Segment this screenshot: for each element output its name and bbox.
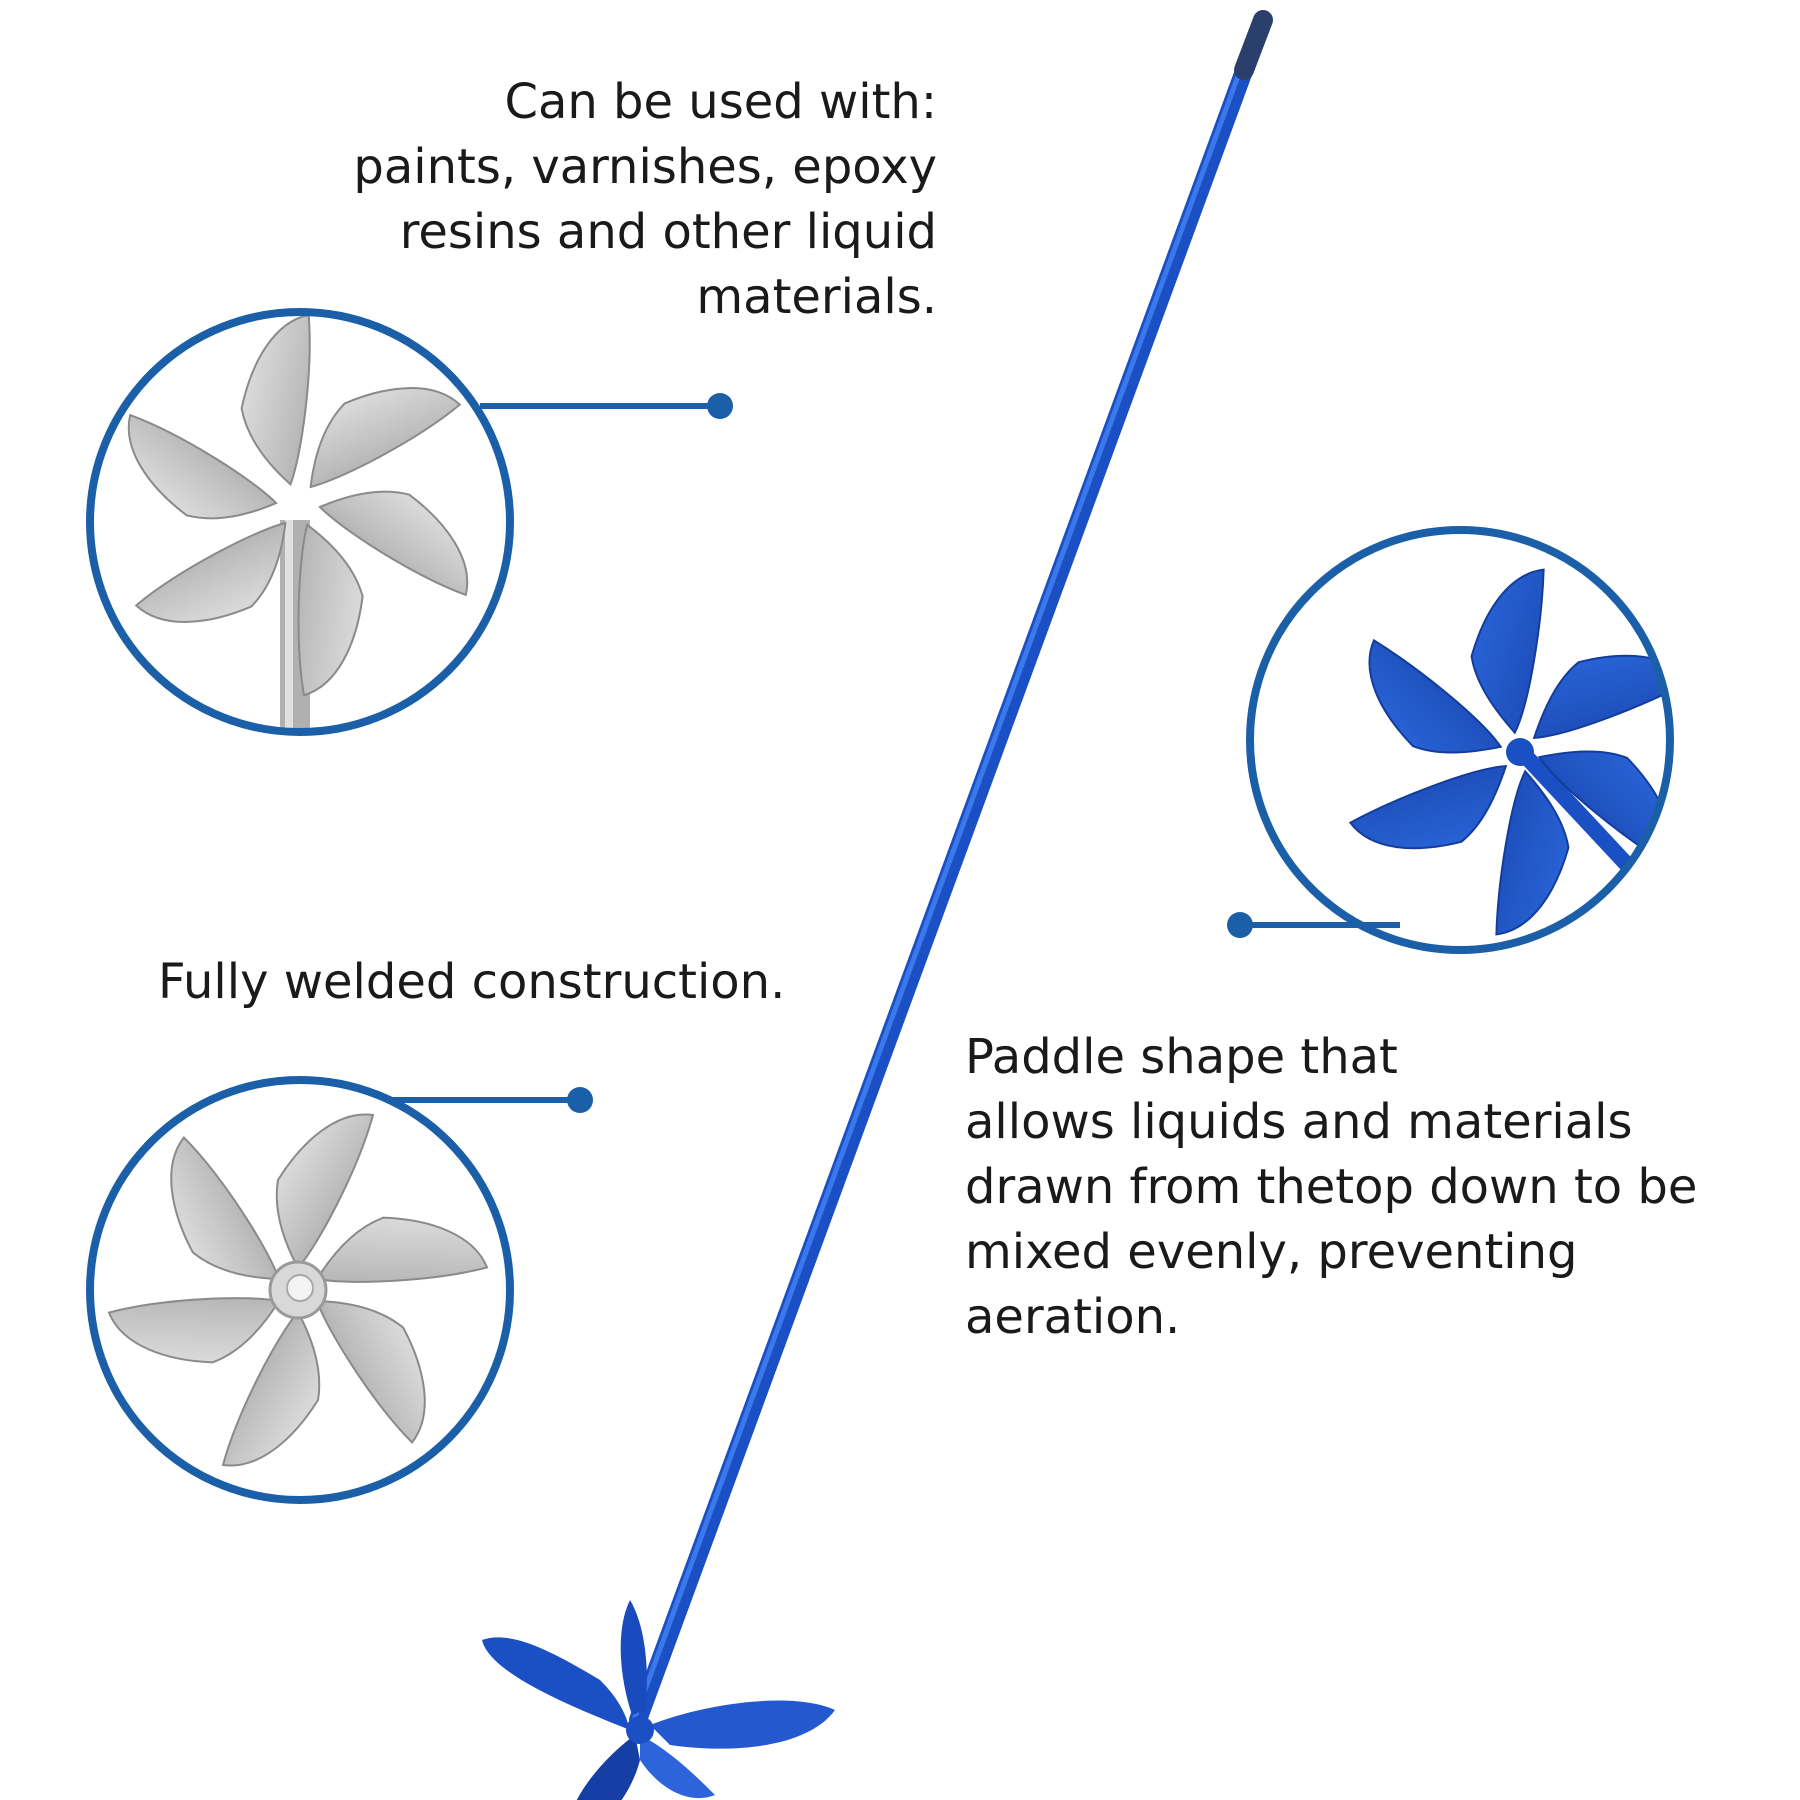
mixer-head [482, 1600, 835, 1800]
paddle-shape-caption: Paddle shape that allows liquids and mat… [965, 1029, 1698, 1345]
callout-dot [1227, 912, 1253, 938]
welded-construction-caption: Fully welded construction. [158, 954, 786, 1010]
blue-paddle-detail-circle [1227, 526, 1674, 954]
callout-dot [707, 393, 733, 419]
usage-caption: Can be used with: paints, varnishes, epo… [353, 74, 937, 325]
silver-paddle-front-circle [86, 1076, 593, 1504]
callout-dot [567, 1087, 593, 1113]
silver-paddle-detail-circle [86, 308, 733, 736]
mixer-shaft [629, 10, 1273, 1729]
